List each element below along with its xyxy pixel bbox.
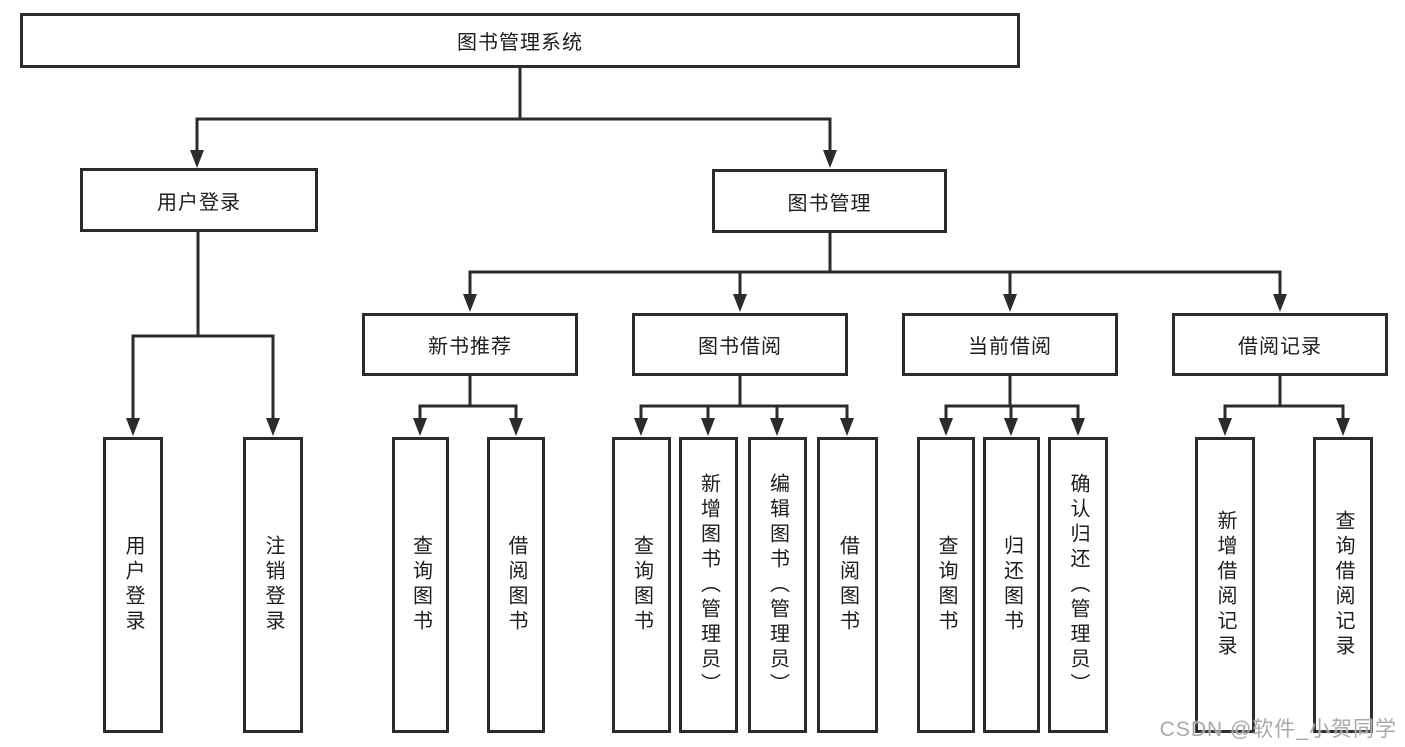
arrow-down-icon <box>770 418 784 436</box>
leaf-query-books-under-borrow: 查询图书 <box>612 437 671 733</box>
arrow-down-icon <box>413 418 427 436</box>
connector-current-borrow-to-leaves <box>939 376 1085 436</box>
leaf-query-books-under-recommend: 查询图书 <box>392 437 449 733</box>
leaf-label: 查询图书 <box>935 535 957 635</box>
leaf-add-books-admin: 新增图书（管理员） <box>679 437 738 733</box>
connector-book-borrow-to-leaves <box>634 376 854 436</box>
leaf-label: 新增图书（管理员） <box>697 472 720 698</box>
node-borrow-record: 借阅记录 <box>1172 313 1388 376</box>
arrow-down-icon <box>509 418 523 436</box>
connector-borrow-record-to-leaves <box>1218 376 1350 436</box>
leaf-borrow-books-under-recommend: 借阅图书 <box>487 437 545 733</box>
arrow-down-icon <box>1004 418 1018 436</box>
leaf-logout: 注销登录 <box>243 437 303 733</box>
arrow-down-icon <box>939 418 953 436</box>
node-library-system: 图书管理系统 <box>20 13 1020 68</box>
arrow-down-icon <box>823 150 837 168</box>
leaf-label: 新增借阅记录 <box>1214 510 1236 660</box>
node-new-book-recommend: 新书推荐 <box>362 313 578 376</box>
arrow-down-icon <box>634 418 648 436</box>
connector-book-mgmt-to-level3 <box>463 233 1287 312</box>
leaf-user-login: 用户登录 <box>103 437 163 733</box>
leaf-borrow-books-under-borrow: 借阅图书 <box>817 437 878 733</box>
leaf-label: 注销登录 <box>262 535 284 635</box>
arrow-down-icon <box>1273 294 1287 312</box>
connector-user-login-to-leaves <box>126 232 280 436</box>
leaf-label: 确认归还（管理员） <box>1067 472 1089 698</box>
node-current-borrow: 当前借阅 <box>902 313 1118 376</box>
leaf-label: 编辑图书（管理员） <box>766 472 789 698</box>
csdn-watermark: CSDN @软件_小贺同学 <box>1159 718 1397 741</box>
leaf-add-borrow-record: 新增借阅记录 <box>1195 437 1255 733</box>
arrow-down-icon <box>463 294 477 312</box>
arrow-down-icon <box>1218 418 1232 436</box>
arrow-down-icon <box>701 418 715 436</box>
node-user-login: 用户登录 <box>80 168 318 232</box>
leaf-label: 用户登录 <box>122 535 144 635</box>
arrow-down-icon <box>840 418 854 436</box>
leaf-return-books: 归还图书 <box>983 437 1040 733</box>
node-book-management: 图书管理 <box>712 169 947 233</box>
arrow-down-icon <box>1336 418 1350 436</box>
connector-new-book-rec-to-leaves <box>413 376 523 436</box>
leaf-label: 查询图书 <box>630 535 653 635</box>
arrow-down-icon <box>733 294 747 312</box>
leaf-query-books-under-current: 查询图书 <box>917 437 975 733</box>
leaf-label: 查询借阅记录 <box>1332 510 1354 660</box>
leaf-label: 借阅图书 <box>505 535 527 635</box>
arrow-down-icon <box>190 150 204 168</box>
leaf-query-borrow-record: 查询借阅记录 <box>1313 437 1373 733</box>
arrow-down-icon <box>1003 294 1017 312</box>
node-book-borrow: 图书借阅 <box>632 313 848 376</box>
leaf-label: 查询图书 <box>409 535 432 635</box>
leaf-label: 借阅图书 <box>836 535 859 635</box>
leaf-confirm-return-admin: 确认归还（管理员） <box>1048 437 1108 733</box>
arrow-down-icon <box>266 418 280 436</box>
arrow-down-icon <box>126 418 140 436</box>
connector-root-to-level2 <box>190 68 837 168</box>
leaf-edit-books-admin: 编辑图书（管理员） <box>748 437 807 733</box>
arrow-down-icon <box>1071 418 1085 436</box>
leaf-label: 归还图书 <box>1000 535 1023 635</box>
